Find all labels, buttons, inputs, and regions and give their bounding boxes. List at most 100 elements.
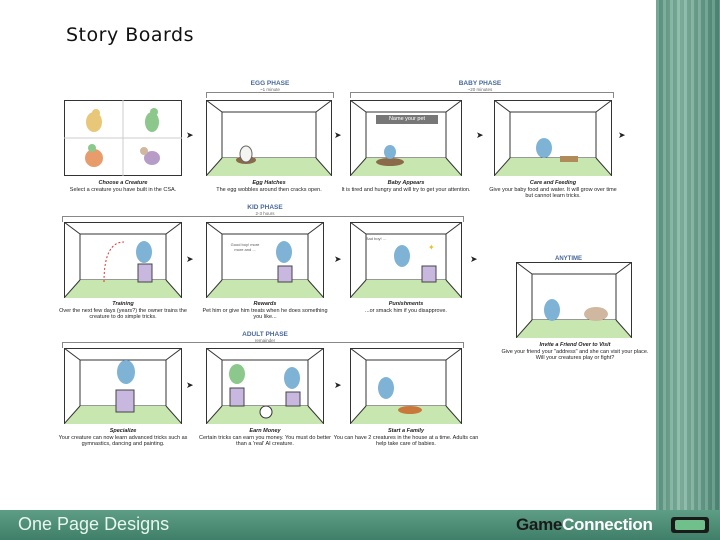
flow-arrow-icon: ➤ [334,130,342,140]
caption-baby-desc: It is tired and hungry and will try to g… [341,186,471,193]
kid-phase-label: KID PHASE 2-3 hours [225,204,305,216]
flow-arrow-icon: ➤ [186,380,194,390]
flow-arrow-icon: ➤ [476,130,484,140]
baby-phase-label: BABY PHASE ~20 minutes [440,80,520,92]
panel-start-family [350,348,462,424]
caption-punish-title: Punishments [388,301,424,307]
adult-phase-bracket [62,342,464,348]
egg-icon [239,145,253,163]
nest-icon [398,406,422,414]
creature-icon [284,367,300,389]
footer-section-title: One Page Designs [18,514,170,534]
page-title: Story Boards [66,24,194,46]
caption-care-desc: Give your baby food and water. It will g… [489,186,617,200]
creature-icon [394,245,410,267]
caption-training-desc: Over the next few days (years?) the owne… [59,307,187,321]
kid-phase-name: KID PHASE [247,204,283,211]
panel-baby-appears [350,100,462,176]
caption-family-title: Start a Family [387,428,425,434]
caption-rewards-desc: Pet him or give him treats when he does … [202,307,328,321]
caption-choose-title: Choose a Creature [98,180,148,186]
baby-phase-name: BABY PHASE [458,80,502,87]
clock-icon [259,405,273,419]
creature-option-4 [140,147,160,165]
panel-rewards [206,222,324,298]
caption-choose-desc: Select a creature you have built in the … [69,186,177,193]
caption-care-title: Care and Feeding [529,180,577,186]
egg-phase-label: EGG PHASE ~1 minute [230,80,310,92]
panel-egg-hatches [206,100,332,176]
caption-friend-title: Invite a Friend Over to Visit [539,342,611,348]
pedestal-icon [277,265,293,283]
panel-earn-money [206,348,324,424]
panel-invite-friend [516,262,632,338]
flow-arrow-icon: ➤ [618,130,626,140]
caption-specialize-desc: Your creature can now learn advanced tri… [58,434,188,448]
creature-icon [378,377,394,399]
caption-family-desc: You can have 2 creatures in the house at… [333,434,479,448]
creature-icon [117,360,135,384]
pedestal-icon [115,389,135,413]
caption-money-desc: Certain tricks can earn you money. You m… [199,434,331,448]
name-pet-field[interactable]: Name your pet [376,115,438,124]
egg-phase-duration: ~1 minute [260,87,280,92]
footer-brand-connection: Connection [562,515,653,534]
panel-punishments: ✦ [350,222,462,298]
caption-egg-desc: The egg wobbles around then cracks open. [216,186,322,193]
creature-icon [536,138,552,158]
creature-icon [276,241,292,263]
caption-money-title: Earn Money [249,428,281,434]
panel-choose-creature [64,100,182,176]
panel-training [64,222,182,298]
friend-creature-icon [584,307,608,321]
baby-phase-bracket [350,92,614,98]
adult-phase-label: ADULT PHASE remainder [225,331,305,343]
kid-phase-duration: 2-3 hours [255,211,275,216]
decorative-side-bar [656,0,720,510]
kid-phase-bracket [62,216,464,222]
adult-phase-name: ADULT PHASE [242,331,288,338]
flow-arrow-icon: ➤ [186,130,194,140]
food-tray-icon [560,156,578,162]
caption-friend-desc: Give your friend your "address" and she … [501,348,649,362]
anytime-label: ANYTIME [555,256,582,262]
rival-creature-icon [229,364,245,384]
punish-speech-bubble: Bad boy! ... [365,236,387,241]
baby-creature-icon [384,145,396,159]
adult-phase-duration: remainder [254,338,276,343]
baby-phase-duration: ~20 minutes [467,87,493,92]
caption-training-title: Training [112,301,134,307]
footer-brand: GameConnection [516,515,653,535]
caption-egg-title: Egg Hatches [252,180,286,186]
flow-arrow-icon: ➤ [334,380,342,390]
brand-logo-icon [671,517,709,533]
caption-rewards-title: Rewards [253,301,277,307]
egg-phase-name: EGG PHASE [250,80,290,87]
pedestal-icon [421,265,437,283]
pedestal-icon [137,263,153,283]
panel-care-feeding [494,100,612,176]
caption-punish-desc: ...or smack him if you disapprove. [365,307,447,314]
panel-specialize [64,348,182,424]
caption-baby-title: Baby Appears [387,180,425,186]
creature-icon [544,299,560,321]
flow-arrow-icon: ➤ [334,254,342,264]
creature-icon [136,241,152,263]
flow-arrow-icon: ➤ [186,254,194,264]
creature-option-1 [86,109,102,132]
footer-bar: One Page Designs GameConnection [0,510,720,540]
footer-brand-game: Game [516,515,563,534]
rewards-speech-bubble: Good boy! more more and ... [230,242,260,252]
caption-punish: Punishments...or smack him if you disapp… [340,301,472,314]
creature-option-2 [145,108,159,132]
